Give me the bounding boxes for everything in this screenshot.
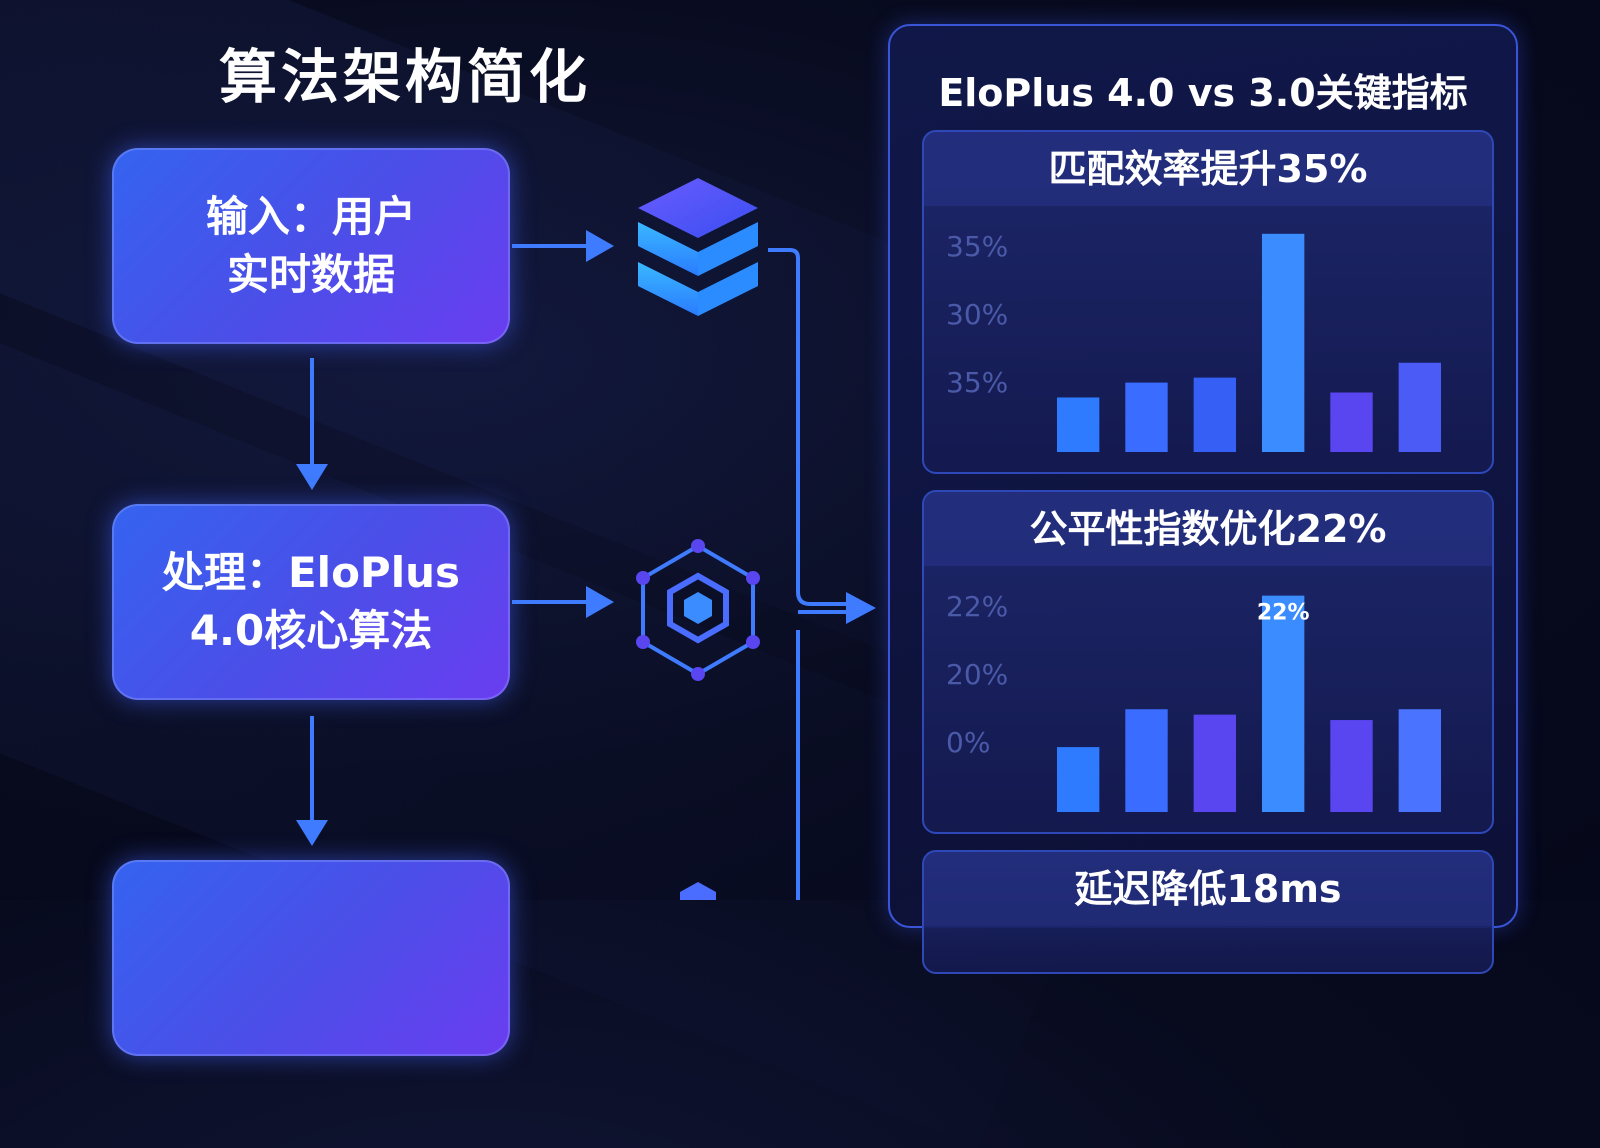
y-tick-label: 30% [946,298,1008,331]
metric-card-efficiency: 匹配效率提升35% 35% 30% 35% [922,130,1494,474]
partial-bottom-icon [680,882,716,900]
bar [1056,747,1100,812]
down-arrow-1 [296,358,328,490]
bar [1193,377,1237,452]
down-arrow-2 [296,716,328,846]
y-tick-label: 35% [946,366,1008,399]
y-tick-label: 35% [946,230,1008,263]
metric-card-fairness: 公平性指数优化22% 22% 20% 0% 22% [922,490,1494,834]
hexagon-network-icon [636,539,760,681]
panel-connector [768,248,846,900]
bar [1125,382,1168,452]
fairness-bar-chart: 22% 20% 0% 22% [946,590,1442,812]
bar [1261,233,1305,452]
bar [1125,709,1168,812]
bar-data-label: 22% [1257,601,1310,626]
metrics-panel: EloPlus 4.0 vs 3.0关键指标 匹配效率提升35% 35%30%3… [888,24,1518,974]
metric-card-title: 匹配效率提升35% [924,132,1492,206]
right-arrow-2 [512,586,614,618]
metric-card-title: 延迟降低18ms [924,852,1492,926]
panel-title: EloPlus 4.0 vs 3.0关键指标 [938,71,1468,115]
bar [1193,714,1237,812]
y-tick-label: 22% [946,590,1008,623]
bar [1330,720,1373,812]
metric-card-latency: 延迟降低18ms [922,850,1494,974]
page-title: 算法架构简化 [218,43,591,111]
bar [1056,397,1100,452]
efficiency-bar-chart: 35% 30% 35% [946,230,1442,452]
bar [1398,362,1442,452]
bar [1398,709,1442,812]
bar [1330,392,1373,452]
bar [1261,595,1305,812]
process-step-box[interactable]: 处理：EloPlus 4.0核心算法 [112,504,510,700]
input-step-box[interactable]: 输入：用户 实时数据 [112,148,510,344]
right-arrow-1 [512,230,614,262]
panel-connector-arrowhead [846,592,876,624]
flow-connectors [296,178,876,900]
y-tick-label: 20% [946,658,1008,691]
metric-card-title: 公平性指数优化22% [924,492,1492,566]
y-tick-label: 0% [946,726,990,759]
cube-stack-icon [638,178,758,316]
